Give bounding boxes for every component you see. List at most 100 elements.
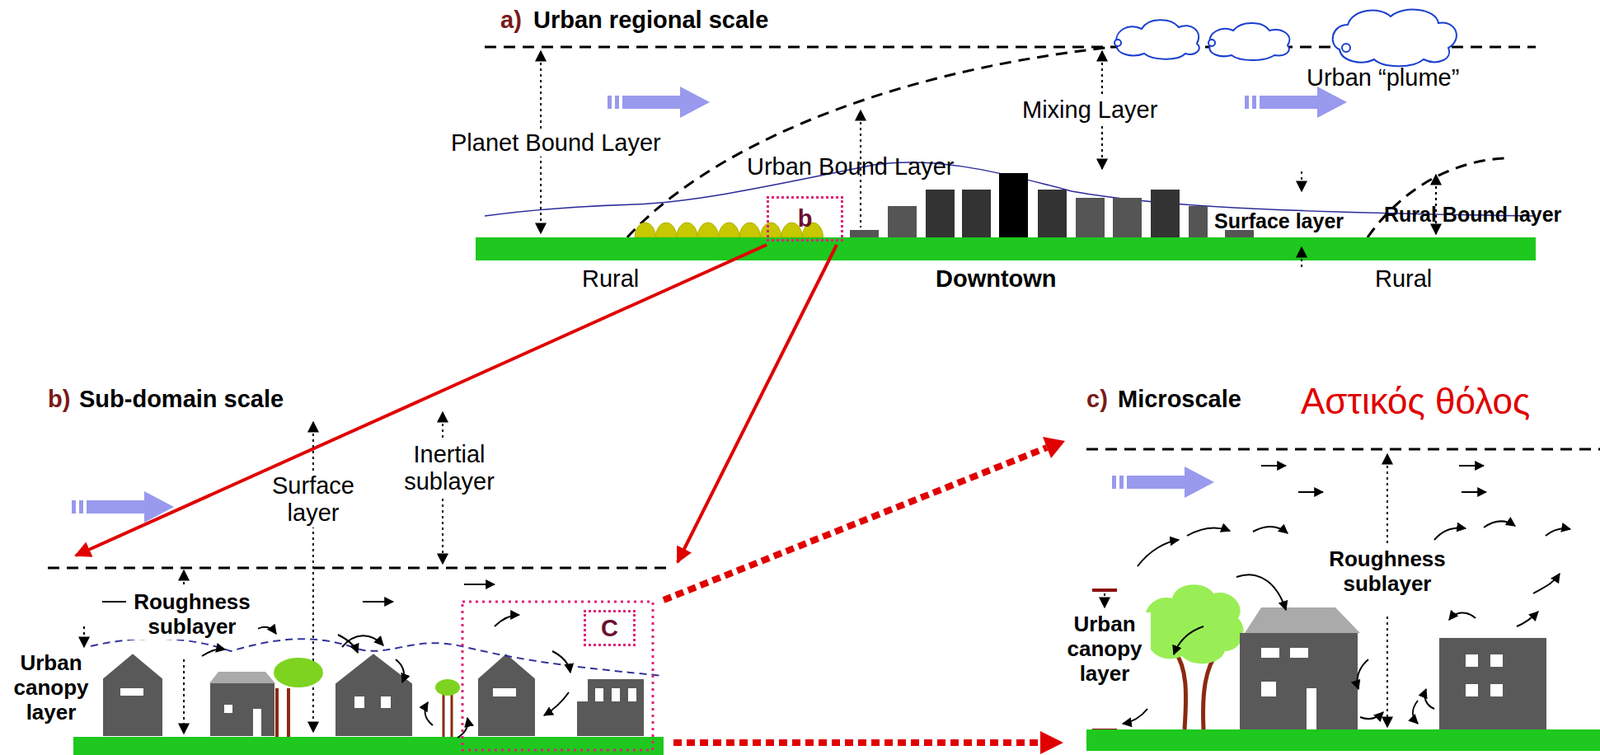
zoom-letter: b bbox=[797, 205, 813, 233]
illustration-path bbox=[1236, 574, 1286, 610]
layer-label: Roughness sublayer bbox=[1321, 547, 1454, 597]
illustration-path bbox=[1545, 528, 1571, 536]
illustration-path bbox=[627, 46, 1113, 238]
illustration-line bbox=[83, 626, 85, 648]
illustration-rect bbox=[462, 601, 653, 751]
layer-label: Urban Bound Layer bbox=[746, 153, 955, 181]
illustration-circle bbox=[1114, 39, 1122, 47]
illustration-g bbox=[120, 688, 637, 737]
illustration-rect bbox=[1465, 654, 1479, 667]
layer-label: Urban “plume” bbox=[1306, 64, 1460, 92]
illustration-path bbox=[494, 614, 520, 627]
illustration-line bbox=[362, 600, 394, 603]
illustration-path bbox=[1122, 708, 1148, 724]
illustration-path bbox=[1137, 539, 1179, 567]
building bbox=[925, 189, 955, 238]
layer-label: Rural Bound layer bbox=[1384, 202, 1562, 227]
illustration-line bbox=[1459, 464, 1484, 467]
illustration-path bbox=[1042, 436, 1066, 459]
illustration-path bbox=[209, 671, 276, 684]
layer-label: c) bbox=[1086, 385, 1108, 413]
building bbox=[1112, 197, 1142, 238]
illustration-line bbox=[1300, 171, 1303, 192]
illustration-circle bbox=[1208, 39, 1216, 47]
illustration-line bbox=[1300, 247, 1303, 268]
zoom-box: b bbox=[766, 196, 844, 242]
illustration-line bbox=[1386, 616, 1389, 728]
layer-label: Αστικός θόλος bbox=[1300, 380, 1530, 423]
illustration-line bbox=[1298, 491, 1324, 493]
illustration-g bbox=[1465, 654, 1503, 697]
layer-label: Inertial sublayer bbox=[391, 441, 507, 497]
illustration-path bbox=[395, 659, 404, 683]
layer-label: Surface layer bbox=[1214, 209, 1344, 234]
illustration-path bbox=[90, 638, 664, 676]
illustration-path bbox=[544, 692, 569, 716]
layer-label: Rural bbox=[1374, 265, 1432, 293]
illustration-line bbox=[1261, 464, 1286, 467]
illustration-line bbox=[312, 422, 315, 732]
illustration-rect bbox=[1306, 688, 1317, 730]
illustration-circle bbox=[1341, 43, 1351, 52]
building bbox=[999, 173, 1028, 238]
illustration-ellipse bbox=[435, 679, 460, 696]
illustration-line bbox=[677, 244, 837, 563]
illustration-path bbox=[1533, 573, 1560, 594]
illustration-rect bbox=[1465, 684, 1479, 697]
layer-label: Surface layer bbox=[263, 472, 363, 528]
illustration-path bbox=[276, 688, 289, 737]
illustration-g bbox=[1114, 9, 1457, 67]
building bbox=[1037, 189, 1067, 238]
illustration-path bbox=[337, 634, 358, 653]
illustration-rect bbox=[475, 237, 1536, 261]
layer-label: Downtown bbox=[935, 265, 1057, 293]
illustration-path bbox=[1357, 659, 1370, 690]
illustration-path bbox=[457, 717, 469, 738]
illustration-rect bbox=[611, 688, 620, 702]
zoom-letter: C bbox=[600, 614, 619, 643]
illustration-path bbox=[1449, 612, 1476, 620]
illustration-line bbox=[663, 447, 1047, 601]
illustration-line bbox=[1386, 454, 1389, 545]
illustration-path bbox=[1209, 23, 1290, 61]
illustration-path bbox=[1434, 528, 1466, 540]
illustration-path bbox=[201, 648, 226, 657]
illustration-rect bbox=[628, 688, 637, 702]
illustration-path bbox=[552, 651, 571, 673]
illustration-use bbox=[1112, 466, 1215, 498]
illustration-line bbox=[1461, 491, 1487, 493]
illustration-g bbox=[849, 173, 1254, 238]
illustration-g bbox=[102, 652, 645, 737]
illustration-use bbox=[71, 491, 174, 523]
illustration-path bbox=[634, 222, 824, 238]
illustration-rect bbox=[224, 704, 233, 714]
zoom-box: C bbox=[583, 609, 636, 647]
illustration-line bbox=[182, 659, 185, 734]
illustration-path bbox=[1187, 528, 1230, 536]
layer-label: Urban canopy layer bbox=[4, 651, 98, 726]
illustration-rect bbox=[1086, 729, 1600, 751]
layer-label: Urban canopy layer bbox=[1058, 612, 1151, 687]
illustration-line bbox=[182, 570, 185, 587]
illustration-path bbox=[1483, 520, 1516, 528]
illustration-use bbox=[1244, 86, 1347, 118]
illustration-path bbox=[1332, 9, 1457, 67]
illustration-rect bbox=[1465, 654, 1479, 667]
illustration-rect bbox=[1490, 684, 1503, 697]
illustration-path bbox=[1040, 731, 1064, 755]
illustration-line bbox=[673, 739, 1041, 747]
building bbox=[1188, 206, 1208, 238]
building bbox=[961, 189, 991, 238]
illustration-line bbox=[75, 244, 767, 556]
illustration-g bbox=[1122, 465, 1571, 724]
illustration-g bbox=[84, 412, 443, 752]
illustration-rect bbox=[253, 708, 262, 737]
illustration-path bbox=[1424, 689, 1435, 709]
illustration-line bbox=[464, 583, 495, 586]
illustration-rect bbox=[1490, 654, 1503, 667]
illustration-path bbox=[1252, 526, 1288, 534]
building bbox=[1150, 189, 1180, 238]
layer-label: b) bbox=[47, 385, 71, 413]
illustration-rect bbox=[73, 736, 664, 755]
